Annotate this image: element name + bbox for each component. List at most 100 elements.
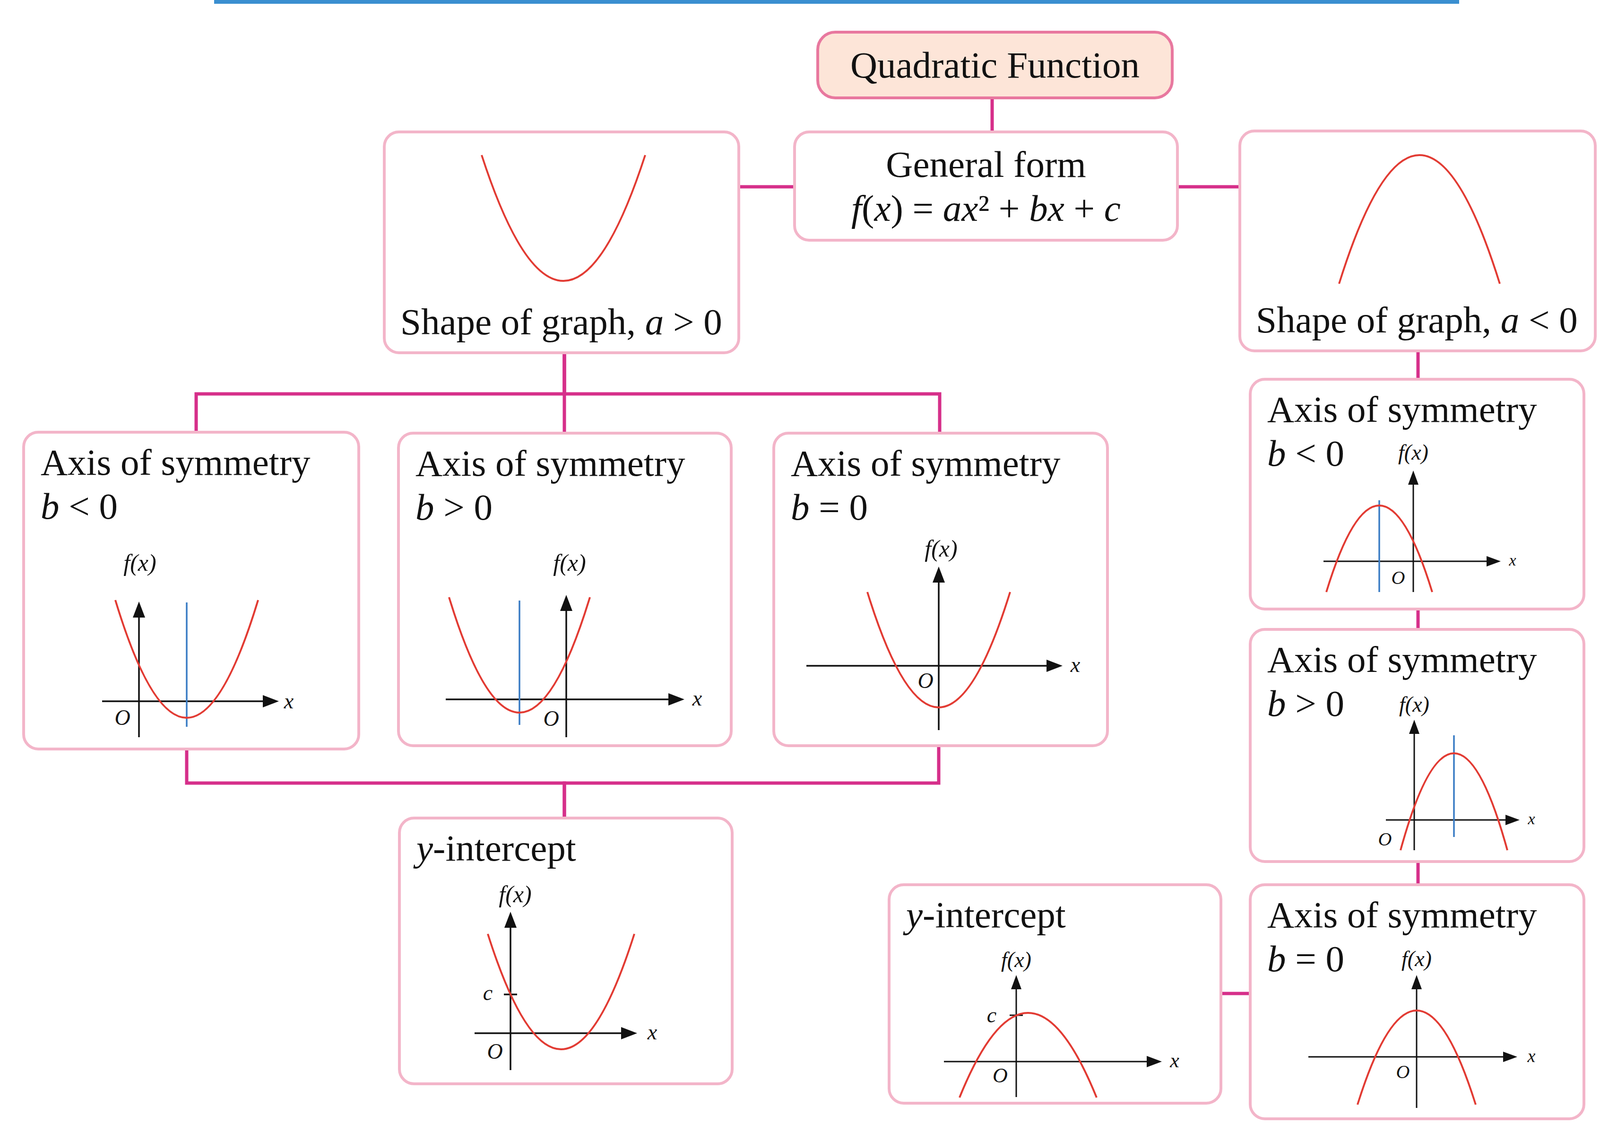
math-letter: y: [906, 893, 923, 935]
graph-label-holder: O: [1391, 568, 1406, 588]
math-letter: x: [873, 187, 891, 229]
node-text: b < 0: [40, 484, 118, 528]
origin-label: O: [1396, 1062, 1410, 1082]
node-text: b = 0: [790, 484, 868, 529]
origin-label: O: [486, 1040, 503, 1063]
axis-arrowhead: [1505, 814, 1520, 825]
shape-box: Shape of graph, a < 0: [1238, 129, 1597, 353]
axis-box: Axis of symmetryb > 0: [397, 431, 733, 747]
graph-label-holder: x: [692, 687, 702, 710]
axis-label: x: [692, 687, 702, 710]
graph-label-holder: O: [543, 707, 559, 730]
connector-line: [1416, 610, 1420, 628]
x-axis: [1323, 560, 1489, 563]
axis-label: x: [1070, 653, 1081, 676]
axis-label: f(x): [553, 550, 586, 575]
graph-label-holder: f(x): [123, 550, 156, 575]
math-letter: b: [1267, 432, 1287, 474]
y-axis: [1015, 986, 1018, 1097]
graph-left-intercept: [474, 911, 638, 1070]
connector-line: [1222, 991, 1249, 995]
graph-label-holder: x: [284, 690, 294, 712]
parabola-curve: [867, 591, 1011, 708]
shape-box: Shape of graph, a > 0: [382, 130, 741, 355]
axis-label: x: [284, 690, 294, 712]
graph-label-holder: x: [1508, 552, 1516, 569]
parabola-curve: [1400, 752, 1508, 850]
axis-box: Axis of symmetryb < 0: [1248, 377, 1586, 611]
axis-arrowhead: [668, 692, 685, 706]
formula-box: General formf(x) = ax² + bx + c: [793, 130, 1179, 242]
node-heading: General form: [885, 142, 1086, 187]
axis-arrowhead: [1046, 659, 1063, 672]
connector-line: [990, 99, 995, 131]
connector-line: [564, 354, 940, 432]
axis-arrowhead: [1408, 470, 1419, 485]
axis-label: x: [647, 1020, 658, 1043]
axis-label: f(x): [1398, 441, 1429, 464]
math-letter: f: [851, 187, 862, 229]
graph-label-holder: x: [647, 1020, 658, 1043]
node-heading: Axis of symmetry: [1267, 387, 1538, 432]
graph-label-holder: O: [486, 1040, 503, 1063]
axis-arrowhead: [1411, 974, 1422, 989]
axis-label: f(x): [1401, 947, 1432, 970]
graph-right-b-zero: [1308, 974, 1518, 1108]
upward-parabola: [481, 155, 646, 281]
parabola-curve: [449, 596, 590, 713]
connector-line: [1416, 862, 1420, 883]
node-text: b = 0: [1267, 936, 1345, 981]
axis-label: f(x): [924, 536, 958, 561]
connector-line: [564, 746, 939, 817]
graph-left-b-zero: [806, 566, 1063, 730]
parabola-curve: [487, 933, 635, 1049]
node-heading: Shape of graph, a < 0: [1255, 297, 1578, 342]
symmetry-axis-line: [1452, 735, 1455, 837]
parabola-curve: [115, 599, 259, 718]
x-axis: [1308, 1055, 1506, 1058]
graph-label-holder: c: [986, 1003, 997, 1026]
symmetry-axis-line: [185, 602, 188, 727]
graph-right-b-negative: [1323, 470, 1501, 592]
origin-label: O: [917, 669, 934, 692]
symmetry-axis-line: [1378, 500, 1381, 592]
graph-label-holder: f(x): [1401, 947, 1432, 970]
graph-label-holder: x: [1169, 1049, 1180, 1071]
x-axis: [474, 1031, 624, 1034]
y-axis: [1413, 731, 1416, 850]
graph-label-holder: O: [114, 706, 130, 729]
math-letter: bx: [1029, 187, 1065, 229]
origin-label: O: [543, 707, 559, 730]
intercept-box: y-intercept: [397, 816, 734, 1085]
graph-label-holder: f(x): [924, 536, 958, 561]
axis-box: Axis of symmetryb = 0: [772, 431, 1109, 747]
x-axis: [1385, 819, 1508, 821]
parabola-curve: [1326, 505, 1433, 592]
connector-line: [1178, 185, 1239, 189]
origin-label: O: [992, 1064, 1008, 1086]
graph-label-holder: f(x): [553, 550, 586, 575]
parabola-curve: [959, 1012, 1097, 1098]
axis-arrowhead: [932, 566, 945, 583]
node-heading: Axis of symmetry: [415, 441, 686, 485]
node-heading: Quadratic Function: [850, 43, 1140, 87]
graph-label-holder: x: [1527, 810, 1535, 827]
math-letter: y: [416, 827, 433, 869]
axis-label: x: [1527, 1046, 1536, 1065]
graph-right-intercept: [943, 974, 1162, 1098]
axis-arrowhead: [1011, 974, 1022, 989]
axis-label: c: [483, 981, 493, 1004]
node-text: f(x) = ax² + bx + c: [851, 186, 1121, 231]
connector-line: [1416, 352, 1420, 378]
node-heading: Axis of symmetry: [790, 441, 1061, 485]
graph-left-b-positive: [445, 594, 685, 737]
origin-label: O: [114, 706, 130, 729]
math-letter: b: [1267, 682, 1287, 724]
x-axis: [102, 700, 265, 702]
axis-arrowhead: [621, 1026, 638, 1039]
